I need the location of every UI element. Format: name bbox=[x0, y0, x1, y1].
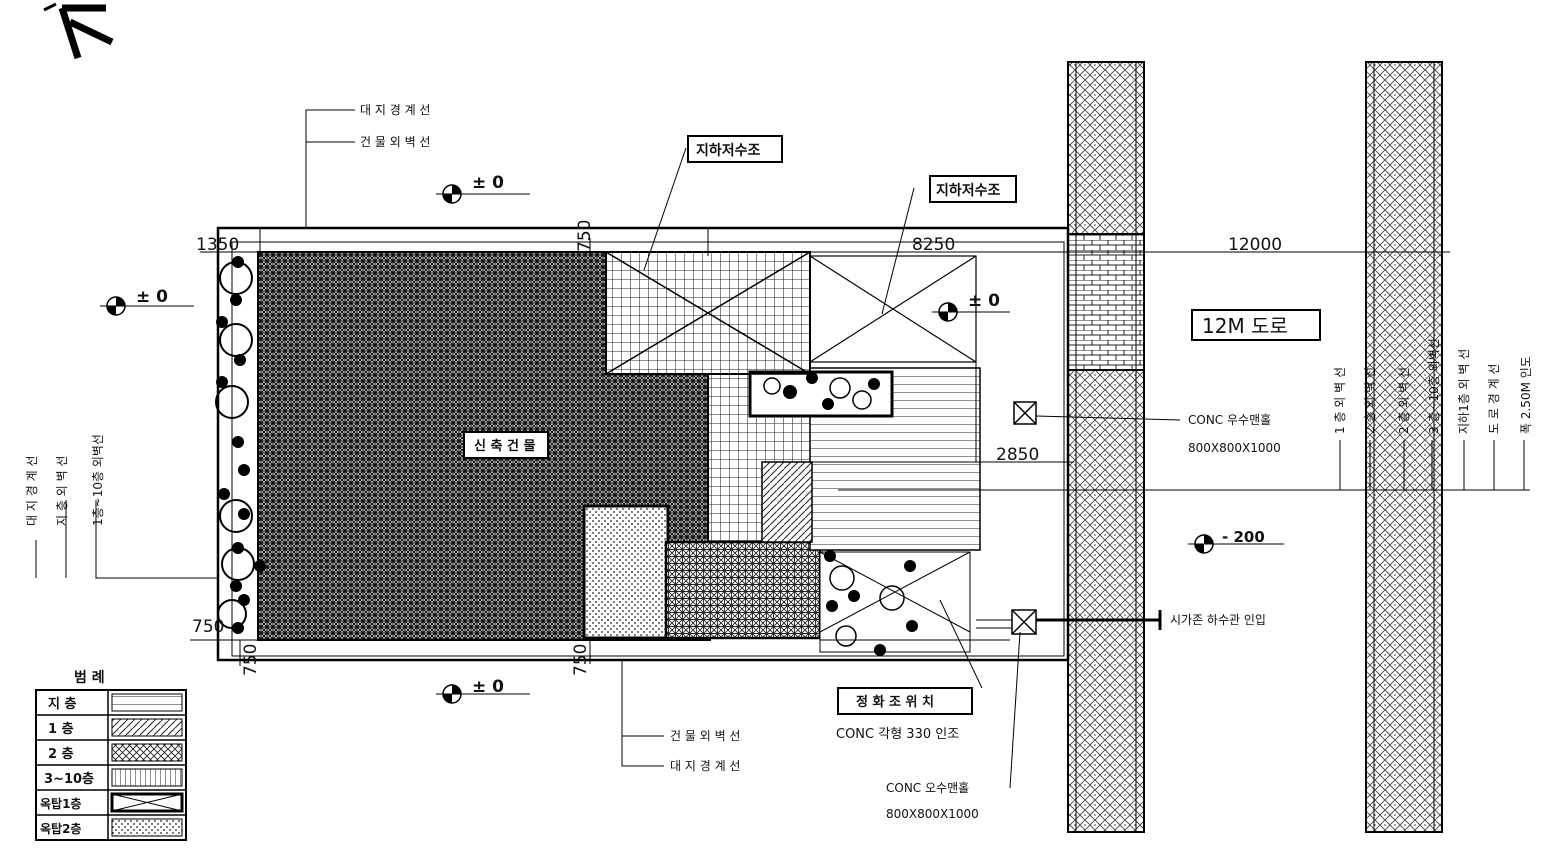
vlabel-right-6: 폭 2.50M 인도 bbox=[1519, 356, 1533, 434]
label-septic-desc: CONC 각형 330 인조 bbox=[836, 727, 959, 742]
shrub-row-left bbox=[216, 256, 266, 634]
sewage-manhole-icon bbox=[1011, 609, 1037, 635]
label-rain-sump-size: 800X800X1000 bbox=[1188, 441, 1281, 455]
vlabel-right-3: 3 층~10층 외벽선 bbox=[1427, 338, 1441, 434]
label-existing-building: 신 축 건 물 bbox=[474, 438, 535, 454]
dim-1350: 1350 bbox=[196, 235, 239, 255]
dim-8250: 8250 bbox=[912, 235, 955, 255]
leader-lines bbox=[35, 109, 1525, 789]
label-site-boundary-bottom: 대 지 경 계 선 bbox=[670, 759, 740, 773]
legend: 범 례 지 층 1 층 2 층 3~10층 옥탑1층 옥탑2층 bbox=[35, 670, 187, 841]
label-road: 12M 도로 bbox=[1202, 314, 1288, 338]
building-outline bbox=[231, 241, 1065, 657]
building-south-wing bbox=[664, 540, 822, 640]
label-sewer-inlet: 시가존 하수관 인입 bbox=[1170, 613, 1266, 627]
north-arrow-icon bbox=[43, 2, 114, 60]
legend-label-5: 옥탑2층 bbox=[40, 821, 81, 836]
stair-core bbox=[582, 504, 670, 640]
level-marker-top: ± 0 bbox=[436, 173, 530, 204]
legend-title: 범 례 bbox=[74, 670, 105, 686]
vlabel-left-1: 지 층 외 벽 선 bbox=[55, 456, 69, 526]
level-marker-bottom: ± 0 bbox=[436, 677, 530, 704]
legend-label-4: 옥탑1층 bbox=[40, 796, 81, 811]
label-underground-tank-2: 지하저수조 bbox=[936, 182, 1001, 199]
legend-label-3: 3~10층 bbox=[44, 771, 94, 787]
level-marker-left: ± 0 bbox=[100, 287, 194, 316]
level-marker-right: ± 0 bbox=[932, 291, 1010, 322]
label-sewage-sump: CONC 오수맨홀 bbox=[886, 781, 969, 795]
dim-750-bottom-left: 750 bbox=[241, 644, 261, 676]
landscape-area bbox=[819, 551, 971, 653]
vlabel-left-2: 1층~10층 외벽선 bbox=[91, 434, 105, 526]
label-rain-sump: CONC 우수맨홀 bbox=[1188, 413, 1271, 427]
vlabel-left-0: 대 지 경 계 선 bbox=[25, 456, 39, 526]
shrubs-planter bbox=[783, 372, 880, 410]
vlabel-right-4: 지하1층 외 벽 선 bbox=[1457, 349, 1471, 434]
label-site-boundary-top: 대 지 경 계 선 bbox=[360, 103, 430, 117]
road-strip-left bbox=[1067, 61, 1145, 833]
label-building-outline-top: 건 물 외 벽 선 bbox=[360, 135, 430, 149]
dim-2850: 2850 bbox=[996, 445, 1039, 465]
label-building-outline-bottom: 건 물 외 벽 선 bbox=[670, 729, 740, 743]
label-underground-tank-1: 지하저수조 bbox=[696, 142, 761, 159]
dim-12000: 12000 bbox=[1228, 235, 1282, 255]
tree-outlines-left bbox=[215, 261, 255, 629]
dim-750-left: 750 bbox=[192, 617, 224, 637]
rain-manhole-icon bbox=[1013, 401, 1037, 425]
road-crossing bbox=[1067, 233, 1145, 371]
level-road-label: - 200 bbox=[1222, 528, 1265, 546]
level-left-label: ± 0 bbox=[136, 287, 168, 307]
level-marker-road: - 200 bbox=[1188, 528, 1284, 554]
septic-tank-mark bbox=[819, 551, 971, 633]
dim-750-bottom-mid: 750 bbox=[571, 644, 591, 676]
legend-label-2: 2 층 bbox=[48, 746, 74, 762]
site-boundary bbox=[216, 226, 1070, 662]
vlabel-right-5: 도 로 경 계 선 bbox=[1487, 364, 1501, 434]
level-bottom-label: ± 0 bbox=[472, 677, 504, 697]
dim-750-top: 750 bbox=[575, 220, 595, 252]
vlabel-right-1: 2 층 외 벽 선 bbox=[1363, 367, 1377, 434]
vlabel-right-0: 1 층 외 벽 선 bbox=[1333, 367, 1347, 434]
label-septic-tank: 정 화 조 위 치 bbox=[856, 694, 934, 710]
level-top-label: ± 0 bbox=[472, 173, 504, 193]
legend-label-1: 1 층 bbox=[48, 721, 74, 737]
second-floor-block bbox=[761, 461, 813, 543]
label-sewage-sump-size: 800X800X1000 bbox=[886, 807, 979, 821]
level-right-label: ± 0 bbox=[968, 291, 1000, 311]
shrubs-landscape bbox=[824, 550, 918, 656]
legend-label-0: 지 층 bbox=[48, 696, 76, 712]
vlabel-right-2: 2 층 외 벽 선 bbox=[1397, 367, 1411, 434]
